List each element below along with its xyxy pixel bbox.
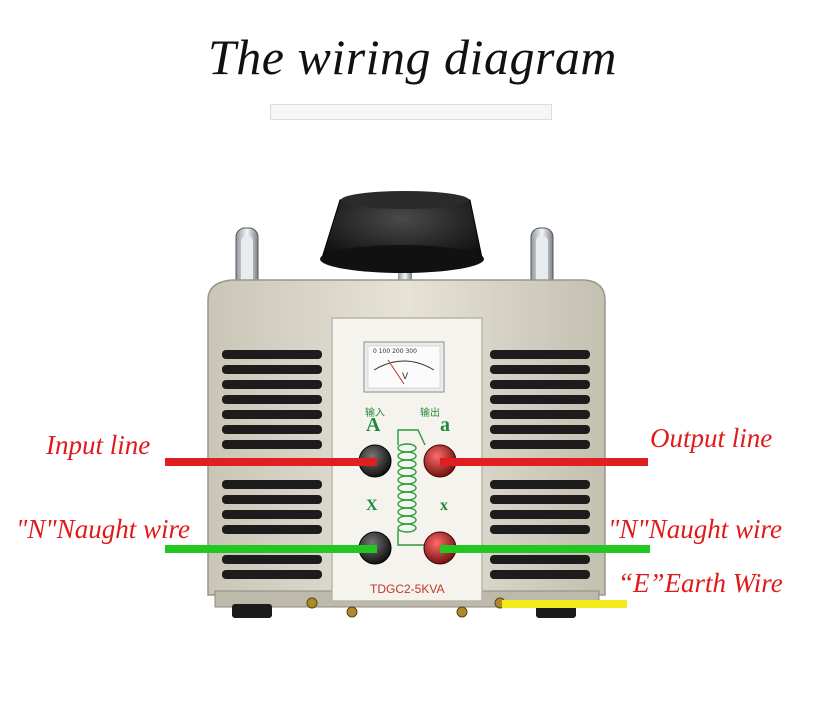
- panel-letter-x: x: [440, 497, 448, 514]
- voltmeter: [363, 341, 445, 393]
- left-handle: [235, 227, 259, 291]
- earth-wire-label: “E”Earth Wire: [618, 568, 783, 598]
- meter-unit: V: [402, 372, 409, 382]
- title-divider: [270, 104, 552, 120]
- screws: [306, 597, 506, 618]
- left-vents: [222, 350, 322, 579]
- panel-letter-X: X: [366, 497, 378, 514]
- panel-output-chinese: 输出: [420, 408, 440, 419]
- input-line-wire: [165, 458, 377, 466]
- model-label: TDGC2-5KVA: [370, 582, 445, 596]
- neutral-wire-left-label: "N"Naught wire: [16, 514, 190, 544]
- input-line-label: Input line: [46, 430, 151, 460]
- coil-symbol: [397, 429, 426, 546]
- neutral-wire-right-label: "N"Naught wire: [608, 514, 782, 544]
- control-knob: [320, 191, 484, 284]
- panel-letter-A: A: [366, 414, 381, 436]
- page-title: The wiring diagram: [207, 29, 618, 85]
- panel-letter-a: a: [440, 414, 450, 436]
- neutral-wire-right: [440, 545, 650, 553]
- output-line-wire: [440, 458, 648, 466]
- right-vents: [490, 350, 590, 579]
- neutral-wire-left: [165, 545, 377, 553]
- output-line-label: Output line: [650, 423, 773, 453]
- earth-wire: [502, 600, 627, 608]
- meter-scale: 0 100 200 300: [373, 348, 417, 355]
- panel-input-chinese: 输入: [365, 408, 385, 419]
